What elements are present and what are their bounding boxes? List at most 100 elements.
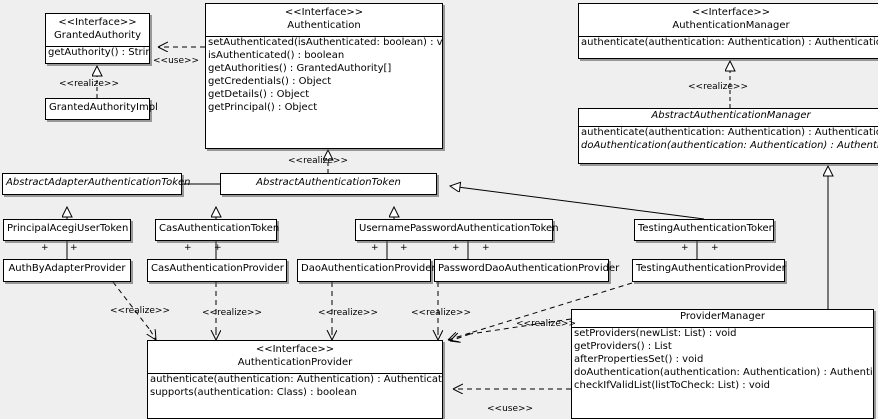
edge-label-realize-password-dao-provider: <<realize>> bbox=[411, 308, 471, 318]
class-header-dao-authentication-provider: DaoAuthenticationProvider bbox=[298, 260, 436, 278]
edge-label-use-provider-manager: <<use>> bbox=[487, 404, 534, 414]
class-header-granted-authority: <<Interface>> GrantedAuthority bbox=[46, 14, 149, 46]
class-member: doAuthentication(authentication: Authent… bbox=[581, 140, 878, 151]
class-name-granted-authority: GrantedAuthority bbox=[53, 30, 142, 41]
class-member: getDetails() : Object bbox=[208, 89, 310, 100]
class-box-password-dao-authentication-provider[interactable]: PasswordDaoAuthenticationProvider bbox=[434, 259, 620, 282]
multiplicity-label-mult-principal-token-left: + bbox=[41, 243, 49, 253]
class-member: setAuthenticated(isAuthenticated: boolea… bbox=[208, 37, 442, 48]
class-divider-provider-manager bbox=[572, 327, 873, 328]
class-box-principal-acegi-user-token[interactable]: PrincipalAcegiUserToken bbox=[3, 219, 131, 241]
class-header-password-dao-authentication-provider: PasswordDaoAuthenticationProvider bbox=[435, 260, 620, 278]
class-member: setProviders(newList: List) : void bbox=[574, 328, 737, 339]
class-member: isAuthenticated() : boolean bbox=[208, 50, 345, 61]
class-header-principal-acegi-user-token: PrincipalAcegiUserToken bbox=[4, 220, 130, 238]
class-member: afterPropertiesSet() : void bbox=[574, 354, 704, 365]
edge-label-realize-provider-manager: <<realize>> bbox=[516, 319, 576, 329]
class-box-abstract-adapter-authentication-token[interactable]: AbstractAdapterAuthenticationToken bbox=[2, 173, 191, 195]
edge-label-realize-abstract-auth-manager: <<realize>> bbox=[688, 82, 748, 92]
edge-generalization-testingtoken bbox=[450, 186, 705, 220]
class-stereotype-authentication-provider: <<Interface>> bbox=[255, 344, 335, 355]
class-stereotype-authentication: <<Interface>> bbox=[284, 7, 364, 18]
class-box-abstract-authentication-token[interactable]: AbstractAuthenticationToken bbox=[220, 173, 437, 195]
class-name-authentication-provider: AuthenticationProvider bbox=[237, 357, 353, 368]
class-box-authentication-provider[interactable]: <<Interface>> AuthenticationProvider authe… bbox=[147, 340, 443, 419]
class-member: supports(authentication: Class) : boolea… bbox=[150, 387, 357, 398]
multiplicity-label-mult-cas-token-right: + bbox=[214, 243, 222, 253]
class-header-provider-manager: ProviderManager bbox=[572, 310, 873, 327]
class-header-abstract-authentication-token: AbstractAuthenticationToken bbox=[221, 174, 436, 192]
class-box-cas-authentication-provider[interactable]: CasAuthenticationProvider bbox=[147, 259, 287, 282]
class-name-abstract-adapter-authentication-token: AbstractAdapterAuthenticationToken bbox=[6, 177, 191, 188]
edge-label-realize-dao-provider: <<realize>> bbox=[318, 308, 378, 318]
class-box-testing-authentication-token[interactable]: TestingAuthenticationToken bbox=[634, 219, 776, 241]
class-member: getPrincipal() : Object bbox=[208, 102, 318, 113]
class-member: getAuthorities() : GrantedAuthority[] bbox=[208, 63, 392, 74]
multiplicity-label-mult-cas-token-left: + bbox=[184, 243, 192, 253]
class-name-cas-authentication-token: CasAuthenticationToken bbox=[159, 223, 280, 234]
multiplicity-label-mult-principal-token-right: + bbox=[70, 243, 78, 253]
class-header-abstract-authentication-manager: AbstractAuthenticationManager bbox=[579, 109, 878, 126]
class-box-dao-authentication-provider[interactable]: DaoAuthenticationProvider bbox=[297, 259, 436, 282]
class-box-granted-authority[interactable]: <<Interface>> GrantedAuthority getAuthorit… bbox=[45, 13, 150, 64]
class-member: getCredentials() : Object bbox=[208, 76, 332, 87]
class-divider-abstract-authentication-manager bbox=[579, 126, 878, 127]
class-stereotype-granted-authority: <<Interface>> bbox=[58, 17, 137, 28]
class-box-abstract-authentication-manager[interactable]: AbstractAuthenticationManager authenticat… bbox=[578, 108, 878, 164]
class-header-authentication: <<Interface>> Authentication bbox=[206, 4, 442, 36]
class-stereotype-authentication-manager: <<Interface>> bbox=[691, 7, 771, 18]
class-name-cas-authentication-provider: CasAuthenticationProvider bbox=[151, 263, 284, 274]
class-members-authentication-manager: authenticate(authentication: Authenticat… bbox=[579, 37, 878, 50]
class-box-cas-authentication-token[interactable]: CasAuthenticationToken bbox=[155, 219, 280, 241]
class-box-username-password-authentication-token[interactable]: UsernamePasswordAuthenticationToken bbox=[355, 219, 559, 241]
edge-label-realize-abstract-auth-token: <<realize>> bbox=[288, 156, 348, 166]
class-name-username-password-authentication-token: UsernamePasswordAuthenticationToken bbox=[359, 223, 559, 234]
class-name-granted-authority-impl: GrantedAuthorityImpl bbox=[49, 102, 158, 113]
class-divider-authentication-manager bbox=[579, 36, 878, 37]
class-name-principal-acegi-user-token: PrincipalAcegiUserToken bbox=[7, 223, 129, 234]
class-name-abstract-authentication-token: AbstractAuthenticationToken bbox=[256, 177, 401, 188]
class-name-provider-manager: ProviderManager bbox=[679, 311, 765, 322]
class-header-abstract-adapter-authentication-token: AbstractAdapterAuthenticationToken bbox=[3, 174, 191, 192]
class-divider-authentication bbox=[206, 36, 442, 37]
class-box-testing-authentication-provider[interactable]: TestingAuthenticationProvider bbox=[632, 259, 786, 282]
multiplicity-label-mult-userpass-token-3: + bbox=[452, 243, 460, 253]
class-member: authenticate(authentication: Authenticat… bbox=[581, 37, 878, 48]
class-member: doAuthentication(authentication: Authent… bbox=[574, 367, 873, 378]
class-name-auth-by-adapter-provider: AuthByAdapterProvider bbox=[8, 263, 126, 274]
class-member: authenticate(authentication: Authenticat… bbox=[581, 127, 878, 138]
multiplicity-label-mult-userpass-token-1: + bbox=[371, 243, 379, 253]
class-members-authentication: setAuthenticated(isAuthenticated: boolea… bbox=[206, 37, 442, 115]
class-name-password-dao-authentication-provider: PasswordDaoAuthenticationProvider bbox=[438, 263, 620, 274]
class-box-provider-manager[interactable]: ProviderManager setProviders(newList: Lis… bbox=[571, 309, 874, 419]
class-header-username-password-authentication-token: UsernamePasswordAuthenticationToken bbox=[356, 220, 559, 238]
class-divider-authentication-provider bbox=[148, 373, 442, 374]
class-name-authentication: Authentication bbox=[287, 20, 361, 31]
class-member: getAuthority() : String bbox=[48, 47, 149, 58]
multiplicity-label-mult-userpass-token-4: + bbox=[482, 243, 490, 253]
class-members-provider-manager: setProviders(newList: List) : void getPro… bbox=[572, 328, 873, 393]
class-member: getProviders() : List bbox=[574, 341, 672, 352]
multiplicity-label-mult-testing-token-right: + bbox=[711, 243, 719, 253]
class-name-abstract-authentication-manager: AbstractAuthenticationManager bbox=[651, 110, 811, 121]
class-header-testing-authentication-token: TestingAuthenticationToken bbox=[635, 220, 776, 238]
class-header-testing-authentication-provider: TestingAuthenticationProvider bbox=[633, 260, 786, 278]
class-name-testing-authentication-token: TestingAuthenticationToken bbox=[638, 223, 776, 234]
class-members-granted-authority: getAuthority() : String bbox=[46, 47, 149, 60]
class-header-cas-authentication-token: CasAuthenticationToken bbox=[156, 220, 280, 238]
class-header-granted-authority-impl: GrantedAuthorityImpl bbox=[46, 99, 158, 117]
multiplicity-label-mult-testing-token-left: + bbox=[681, 243, 689, 253]
class-divider-granted-authority bbox=[46, 46, 149, 47]
class-header-authentication-provider: <<Interface>> AuthenticationProvider bbox=[148, 341, 442, 373]
class-members-authentication-provider: authenticate(authentication: Authenticat… bbox=[148, 374, 442, 400]
class-box-auth-by-adapter-provider[interactable]: AuthByAdapterProvider bbox=[3, 259, 131, 282]
class-name-authentication-manager: AuthenticationManager bbox=[672, 20, 790, 31]
class-box-authentication[interactable]: <<Interface>> Authentication setAuthentica… bbox=[205, 3, 443, 149]
edge-label-use-granted-authority: <<use>> bbox=[153, 56, 200, 66]
class-box-authentication-manager[interactable]: <<Interface>> AuthenticationManager authen… bbox=[578, 3, 878, 59]
class-members-abstract-authentication-manager: authenticate(authentication: Authenticat… bbox=[579, 127, 878, 153]
edge-label-realize-cas-provider: <<realize>> bbox=[202, 308, 262, 318]
class-member: authenticate(authentication: Authenticat… bbox=[150, 374, 442, 385]
class-box-granted-authority-impl[interactable]: GrantedAuthorityImpl bbox=[45, 98, 158, 120]
class-name-testing-authentication-provider: TestingAuthenticationProvider bbox=[636, 263, 786, 274]
